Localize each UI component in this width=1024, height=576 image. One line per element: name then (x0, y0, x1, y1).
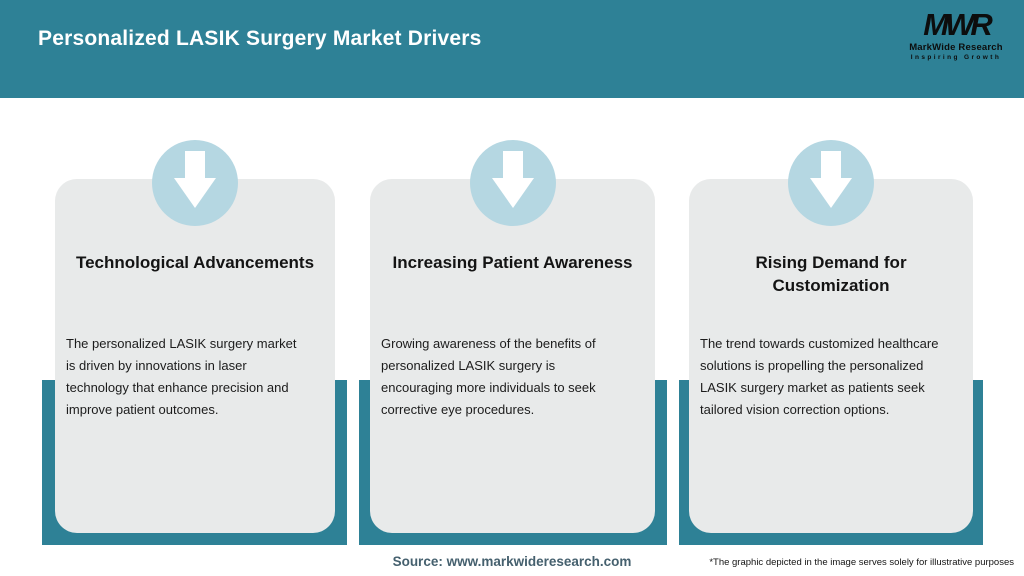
card-title: Rising Demand for Customization (755, 253, 907, 295)
source-text: Source: www.markwideresearch.com (392, 554, 632, 569)
card-description: The trend towards customized healthcare … (700, 336, 939, 417)
card-title: Technological Advancements (75, 253, 315, 272)
driver-card-technological-advancements: Technological Advancements The personali… (55, 179, 335, 533)
card-description: The personalized LASIK surgery market is… (66, 336, 297, 417)
brand-tagline: Inspiring Growth (910, 53, 1002, 61)
brand-name: MarkWide Research (909, 42, 1003, 53)
driver-card-rising-demand-for-customization: Rising Demand for Customization The tren… (689, 179, 973, 533)
driver-card-increasing-patient-awareness: Increasing Patient Awareness Growing awa… (370, 179, 655, 533)
down-arrow-icon (173, 151, 217, 209)
arrow-circle (152, 140, 238, 226)
brand-monogram-icon: MWR (923, 7, 992, 42)
arrow-circle (470, 140, 556, 226)
disclaimer-text: *The graphic depicted in the image serve… (709, 557, 1014, 568)
arrow-circle (788, 140, 874, 226)
down-arrow-icon (809, 151, 853, 209)
card-description: Growing awareness of the benefits of per… (381, 336, 596, 417)
card-title: Increasing Patient Awareness (392, 253, 633, 272)
header-bar: Personalized LASIK Surgery Market Driver… (0, 0, 1024, 98)
page-title: Personalized LASIK Surgery Market Driver… (38, 27, 482, 50)
brand-logo: MWR MarkWide Research Inspiring Growth (900, 9, 1012, 61)
down-arrow-icon (491, 151, 535, 209)
